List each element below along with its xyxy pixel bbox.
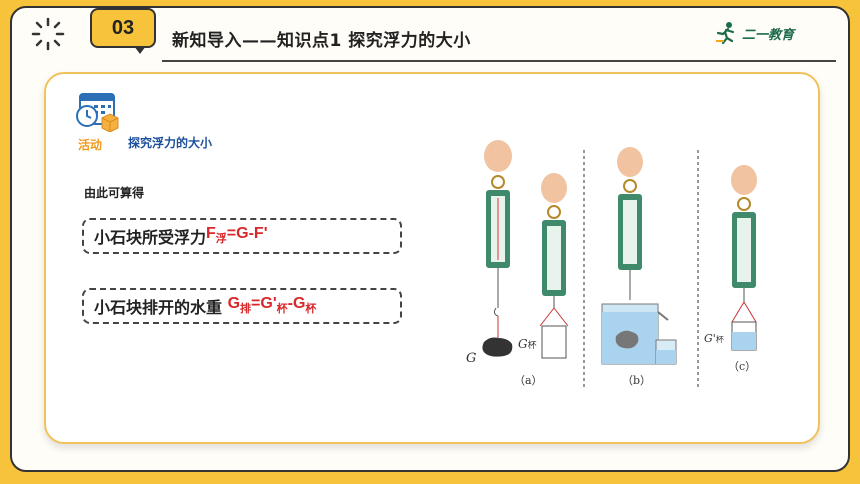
spring-scale-2 (539, 173, 569, 359)
formula2-text: 小石块排开的水重 (94, 298, 223, 317)
label-Gcup-prime: G'杯 (704, 332, 724, 345)
section-number-badge: 03 (90, 8, 156, 48)
content-card (44, 72, 820, 444)
logo-text: 二一教育 (742, 27, 795, 43)
calc-label: 由此可算得 (84, 186, 145, 200)
spring-scale-4 (731, 165, 757, 351)
page-title: 新知导入——知识点1 探究浮力的大小 (172, 31, 471, 51)
badge-pointer (134, 46, 146, 54)
label-G: G (466, 351, 476, 366)
label-Gcup: G杯 (518, 337, 537, 351)
header-divider (162, 60, 836, 62)
activity-label: 活动 (78, 138, 103, 152)
spring-scale-1 (482, 140, 513, 357)
spring-scale-3 (601, 147, 677, 365)
formula2-expression: G排=G'杯-G杯 (227, 295, 317, 316)
brand-logo: 二一教育 (714, 20, 810, 46)
buoyancy-formula-box: 小石块所受浮力 F浮=G-F' (82, 218, 402, 254)
caption-b: （b） (622, 374, 651, 387)
activity-title: 探究浮力的大小 (128, 136, 213, 150)
caption-c: （c） (728, 360, 756, 373)
sun-icon (31, 17, 65, 51)
experiment-figure: G G杯 （a） （b） G'杯 （c） (466, 140, 757, 388)
caption-a: （a） (514, 374, 543, 387)
formula1-text: 小石块所受浮力 (94, 228, 207, 247)
displaced-water-formula-box: 小石块排开的水重 G排=G'杯-G杯 (82, 288, 402, 324)
formula1-expression: F浮=G-F' (206, 225, 268, 246)
runner-icon (716, 22, 735, 45)
calendar-clock-icon (76, 93, 119, 132)
